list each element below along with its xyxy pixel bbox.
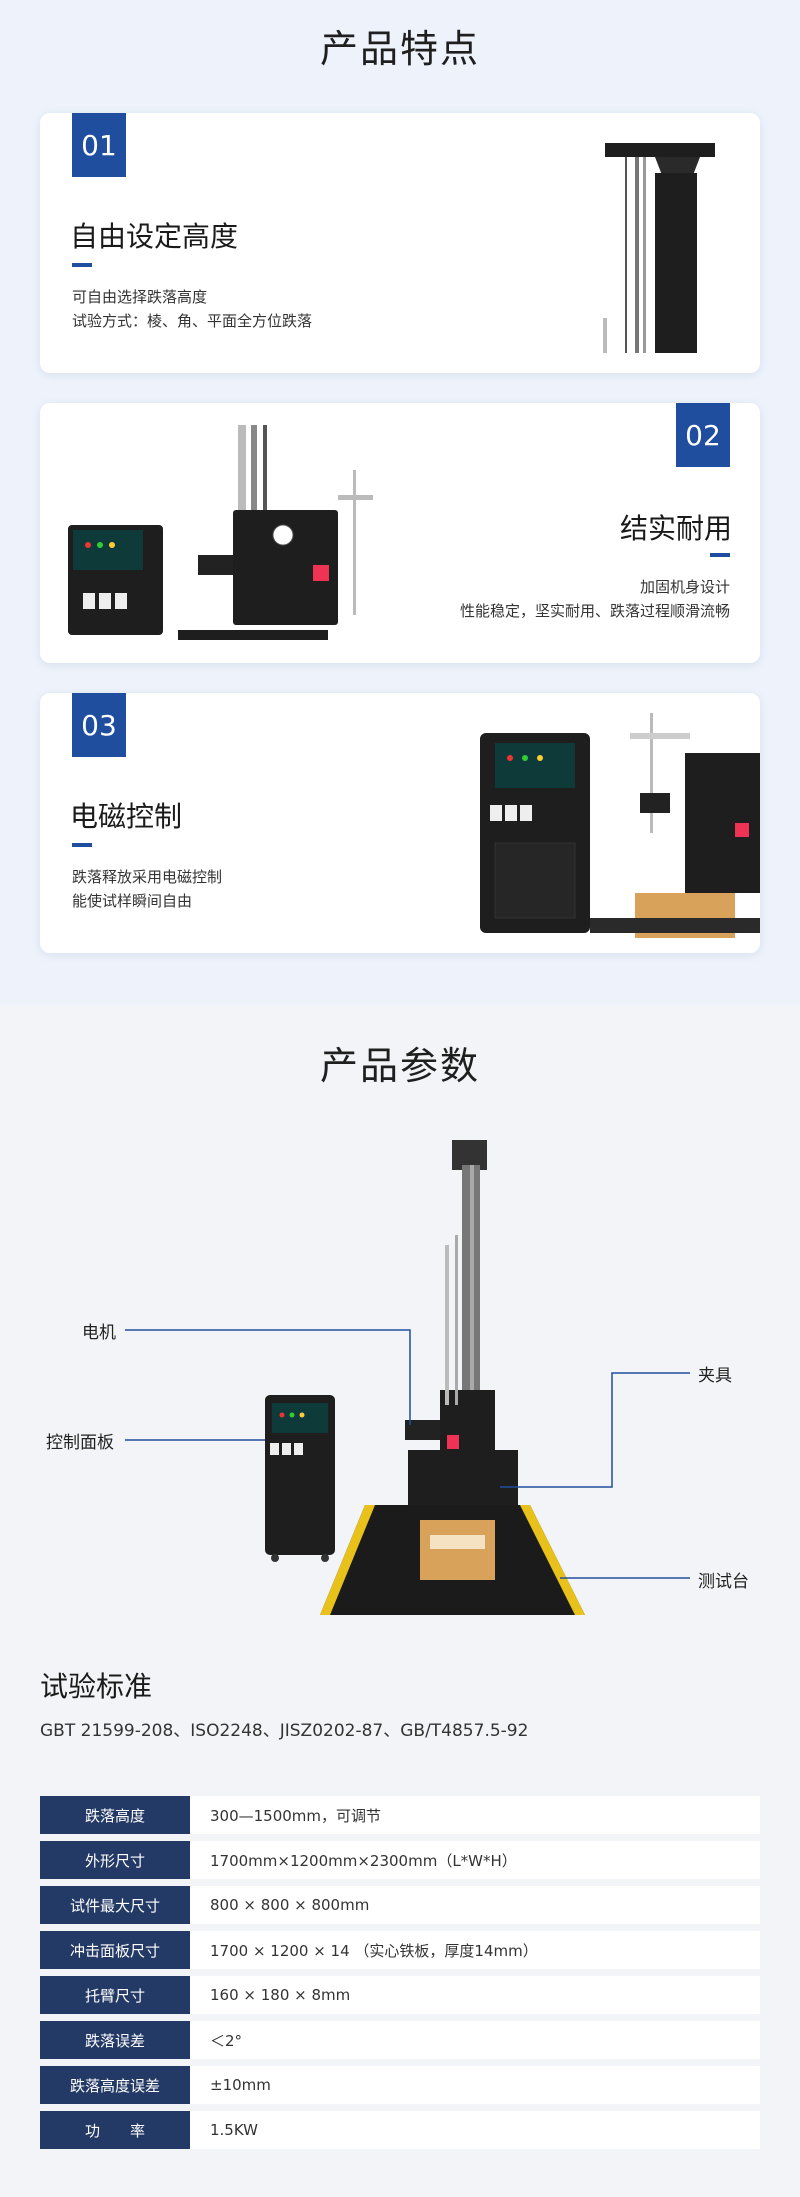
feature-description: 跌落释放采用电磁控制 能使试样瞬间自由 — [72, 865, 222, 913]
feature-description-line: 能使试样瞬间自由 — [72, 892, 193, 910]
features-section: 产品特点 01 自由设定高度 可自由选择跌落高度 试验方式：棱、角、平面全方位跌… — [0, 0, 800, 1005]
machine-column — [405, 1140, 518, 1505]
spec-value: 300—1500mm，可调节 — [210, 1806, 382, 1825]
spec-label: 跌落高度误差 — [40, 2066, 190, 2104]
spec-value: 1700mm×1200mm×2300mm（L*W*H） — [210, 1851, 517, 1870]
title-underline — [72, 263, 92, 267]
drop-tester-machine-image — [68, 425, 373, 640]
spec-row: 托臂尺寸 160 × 180 × 8mm — [40, 1976, 760, 2014]
spec-label: 冲击面板尺寸 — [40, 1931, 190, 1969]
callout-control-panel: 控制面板 — [46, 1433, 114, 1453]
spec-value: 1700 × 1200 × 14 （实心铁板，厚度14mm） — [210, 1941, 538, 1960]
feature-card-1: 01 自由设定高度 可自由选择跌落高度 试验方式：棱、角、平面全方位跌落 — [40, 113, 760, 373]
callout-motor: 电机 — [82, 1323, 116, 1343]
feature-number-badge: 02 — [676, 403, 730, 467]
spec-label: 外形尺寸 — [40, 1841, 190, 1879]
callout-clamp: 夹具 — [698, 1366, 732, 1386]
drop-tester-column-image — [603, 143, 715, 353]
feature-description-line: 可自由选择跌落高度 — [72, 288, 208, 306]
section-title-features: 产品特点 — [319, 27, 480, 71]
feature-title: 电磁控制 — [70, 800, 183, 833]
feature-number-badge: 03 — [72, 693, 126, 757]
spec-value: 800 × 800 × 800mm — [210, 1896, 370, 1914]
spec-label: 跌落高度 — [40, 1796, 190, 1834]
title-underline — [710, 553, 730, 557]
feature-title: 结实耐用 — [619, 512, 732, 545]
spec-value: ＜2° — [210, 2031, 243, 2050]
spec-value: ±10mm — [210, 2076, 271, 2094]
spec-label: 托臂尺寸 — [40, 1976, 190, 2014]
spec-table: 跌落高度 300—1500mm，可调节 外形尺寸 1700mm×1200mm×2… — [40, 1796, 760, 2156]
standard-title: 试验标准 — [40, 1670, 153, 1703]
spec-row: 跌落高度误差 ±10mm — [40, 2066, 760, 2104]
callout-lines — [125, 1329, 690, 1579]
drop-tester-diagram — [125, 1140, 690, 1615]
control-panel-cabinet — [265, 1395, 335, 1562]
spec-row: 功 率 1.5KW — [40, 2111, 760, 2149]
spec-row: 跌落误差 ＜2° — [40, 2021, 760, 2059]
spec-row: 冲击面板尺寸 1700 × 1200 × 14 （实心铁板，厚度14mm） — [40, 1931, 760, 1969]
feature-card-3: 03 电磁控制 跌落释放采用电磁控制 能使试样瞬间自由 — [40, 693, 760, 953]
spec-row: 跌落高度 300—1500mm，可调节 — [40, 1796, 760, 1834]
spec-row: 外形尺寸 1700mm×1200mm×2300mm（L*W*H） — [40, 1841, 760, 1879]
standard-text: GBT 21599-208、ISO2248、JISZ0202-87、GB/T48… — [40, 1721, 529, 1741]
control-panel-machine-image — [480, 713, 760, 938]
feature-number-badge: 01 — [72, 113, 126, 177]
feature-description: 可自由选择跌落高度 试验方式：棱、角、平面全方位跌落 — [72, 285, 312, 333]
sample-box — [420, 1520, 495, 1580]
feature-description-line: 加固机身设计 — [639, 578, 730, 596]
feature-card-2: 02 结实耐用 加固机身设计 性能稳定，坚实耐用、跌落过程顺滑流畅 — [40, 403, 760, 663]
spec-label: 跌落误差 — [40, 2021, 190, 2059]
spec-value: 160 × 180 × 8mm — [210, 1986, 351, 2004]
spec-value: 1.5KW — [210, 2121, 258, 2139]
spec-label: 试件最大尺寸 — [40, 1886, 190, 1924]
callout-test-table: 测试台 — [698, 1572, 749, 1592]
feature-description-line: 性能稳定，坚实耐用、跌落过程顺滑流畅 — [459, 602, 730, 620]
section-title-parameters: 产品参数 — [319, 1044, 480, 1088]
feature-title: 自由设定高度 — [70, 220, 239, 253]
spec-row: 试件最大尺寸 800 × 800 × 800mm — [40, 1886, 760, 1924]
feature-description: 加固机身设计 性能稳定，坚实耐用、跌落过程顺滑流畅 — [460, 575, 730, 623]
title-underline — [72, 843, 92, 847]
feature-description-line: 跌落释放采用电磁控制 — [72, 868, 223, 886]
spec-label: 功 率 — [40, 2111, 190, 2149]
feature-description-line: 试验方式：棱、角、平面全方位跌落 — [72, 312, 313, 330]
